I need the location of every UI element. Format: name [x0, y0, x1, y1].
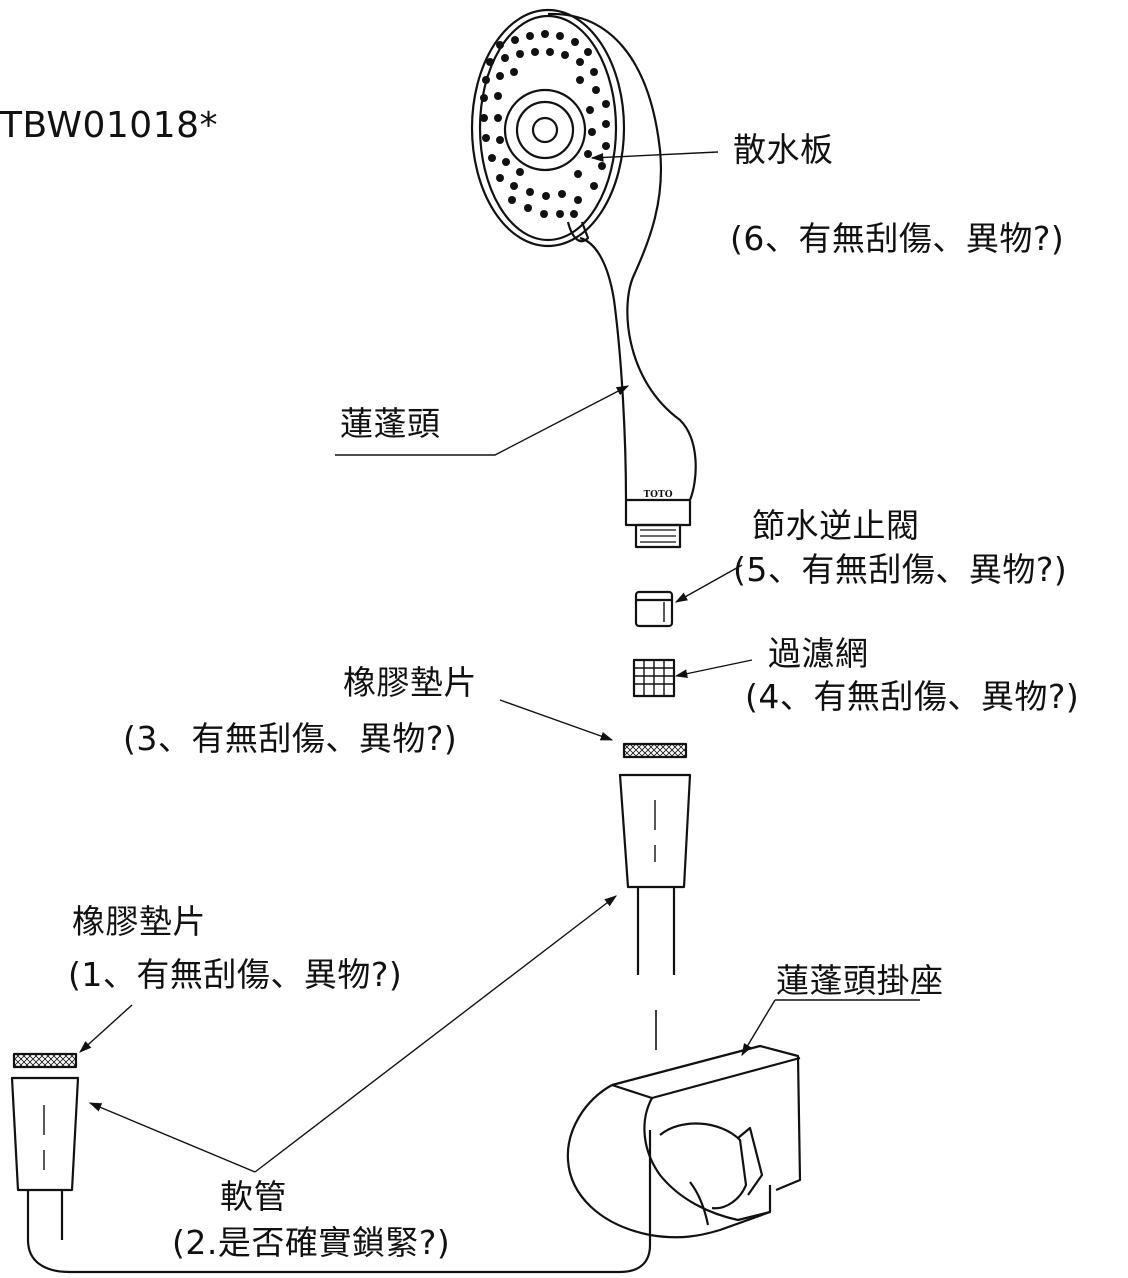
hose-nut-upper [618, 773, 692, 1050]
leader-showerhead [335, 385, 630, 456]
hose-label: 軟管 [220, 1177, 287, 1216]
hose-nut-lower [10, 1076, 652, 1274]
filter-label: 過濾網 [768, 634, 869, 673]
shower-head [470, 8, 697, 549]
leader-check-valve [674, 564, 743, 603]
showerhead-label: 蓮蓬頭 [340, 404, 441, 443]
sprayplate-label: 散水板 [733, 130, 834, 169]
leader-hose-upper [254, 895, 618, 1173]
hose-note: (2.是否確實鎖緊?) [172, 1223, 451, 1262]
upper-washer [622, 742, 688, 759]
leader-hose-lower [88, 1102, 256, 1173]
sprayplate-note: (6、有無刮傷、異物?) [730, 219, 1065, 258]
leader-holder [742, 999, 920, 1055]
nozzle-holes [480, 30, 610, 218]
washer-bottom-note: (1、有無刮傷、異物?) [68, 955, 403, 994]
leader-washer-bottom [79, 1004, 133, 1053]
holder-label: 蓮蓬頭掛座 [776, 961, 944, 1000]
washer-top-note: (3、有無刮傷、異物?) [123, 719, 458, 758]
check-valve [634, 590, 674, 628]
washer-bottom-label: 橡膠墊片 [72, 902, 206, 941]
lower-washer [12, 1052, 78, 1069]
check-valve-note: (5、有無刮傷、異物?) [733, 550, 1068, 589]
leader-filter [674, 659, 753, 678]
brand-logo-text: TOTO [643, 490, 672, 500]
filter-note: (4、有無刮傷、異物?) [745, 677, 1080, 716]
leader-sprayplate [590, 151, 719, 162]
shower-holder [566, 1044, 802, 1239]
filter-mesh [632, 658, 676, 698]
model-number: TBW01018* [0, 105, 219, 146]
check-valve-label: 節水逆止閥 [752, 506, 920, 545]
washer-top-label: 橡膠墊片 [343, 663, 477, 702]
leader-lines [79, 151, 920, 1173]
leader-washer-top [499, 699, 614, 741]
